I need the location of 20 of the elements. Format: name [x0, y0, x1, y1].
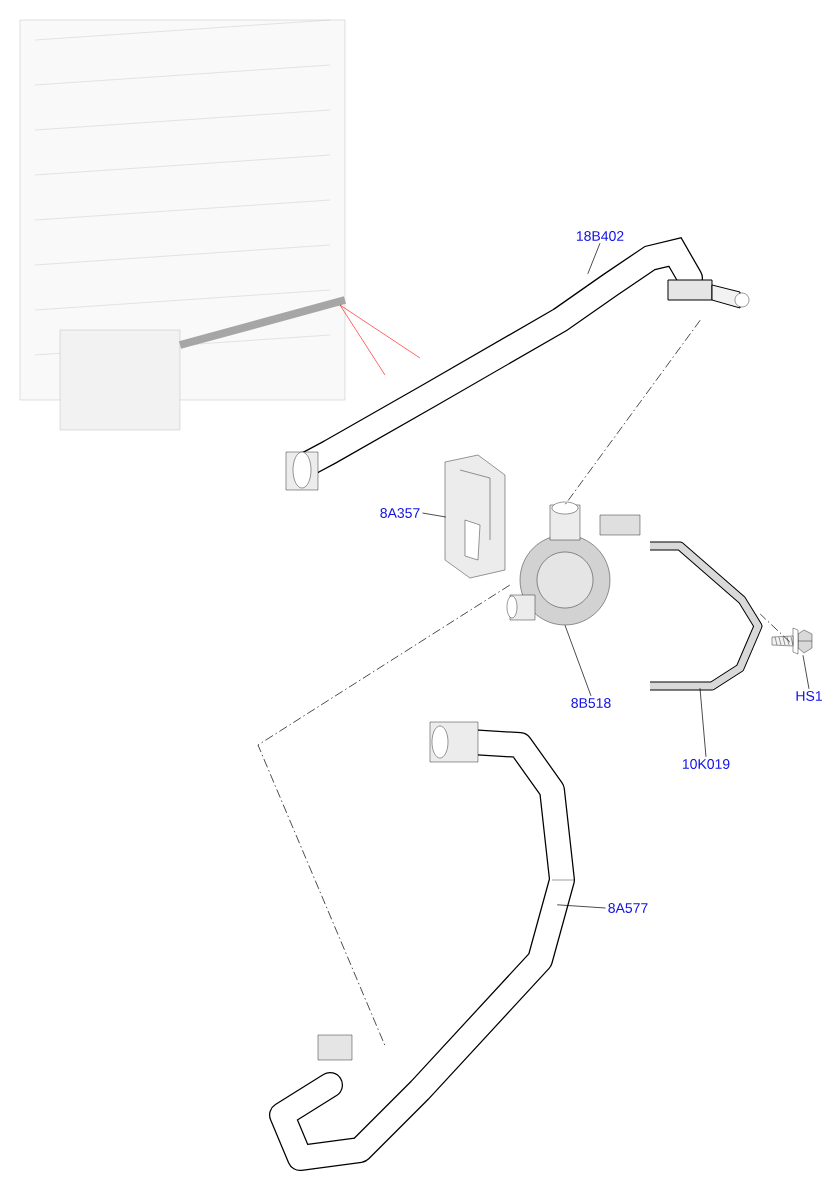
leader-line — [699, 687, 707, 758]
part-number: 10K019 — [682, 759, 730, 769]
pump-drawing — [506, 501, 641, 626]
assembly-line — [257, 584, 511, 1046]
part-number: 18B402 — [576, 231, 624, 241]
leader-line — [564, 624, 592, 697]
hose-drawing — [269, 721, 576, 1171]
part-number: 8A577 — [608, 903, 648, 913]
assembly-line — [759, 613, 791, 643]
assembly-line — [564, 319, 701, 506]
leader-line — [802, 654, 810, 690]
bracket-drawing — [444, 454, 506, 579]
strap-drawing — [650, 541, 763, 691]
part-number: 8B518 — [571, 698, 611, 708]
part-number: HS1 — [796, 691, 822, 701]
leader-line — [556, 904, 606, 909]
bolt-drawing — [771, 627, 813, 655]
part-number: 8A357 — [380, 508, 420, 518]
leader-line — [587, 242, 601, 275]
leader-line — [422, 512, 447, 518]
